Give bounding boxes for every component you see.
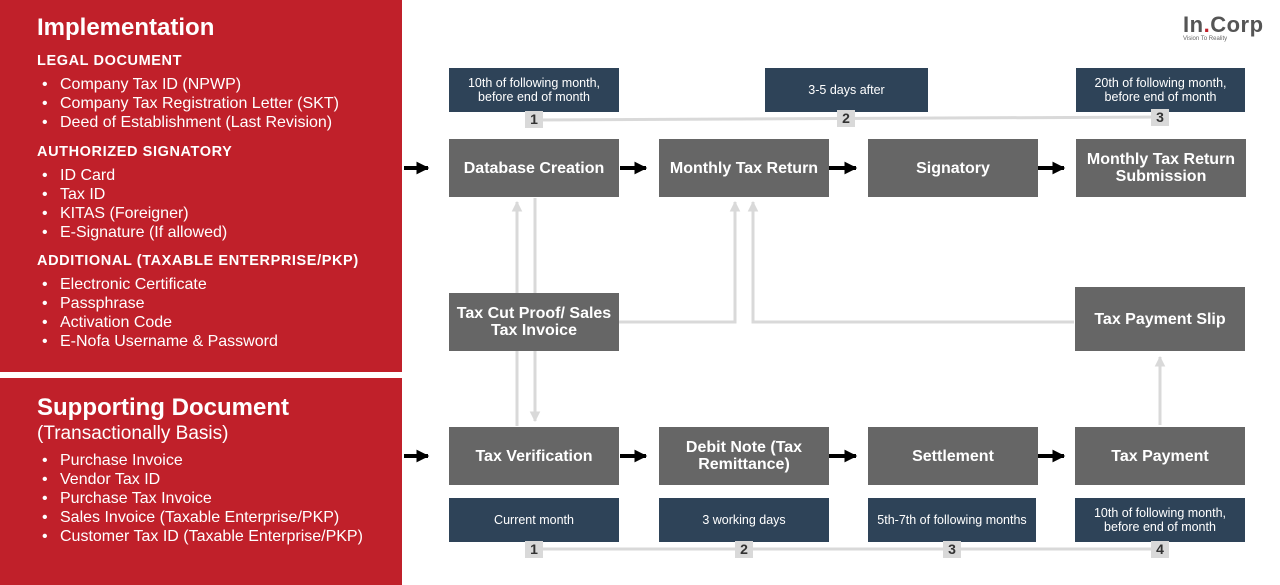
top-note-1: 10th of following month, before end of m…: [449, 68, 619, 112]
implementation-title: Implementation: [37, 14, 215, 41]
top-step-number-3: 3: [1151, 109, 1169, 126]
list-item: Purchase Tax Invoice: [42, 489, 363, 508]
list-item: Customer Tax ID (Taxable Enterprise/PKP): [42, 527, 363, 546]
supporting-document-subtitle: (Transactionally Basis): [37, 423, 229, 444]
top-note-2: 3-5 days after: [765, 68, 928, 112]
incorp-logo: In.Corp Vision To Reality: [1183, 12, 1264, 42]
logo-name-b: Corp: [1210, 12, 1264, 37]
list-item: Deed of Establishment (Last Revision): [42, 113, 339, 132]
logo-name-a: In: [1183, 12, 1204, 37]
authorized-signatory-heading: AUTHORIZED SIGNATORY: [37, 144, 233, 160]
logo-tagline: Vision To Reality: [1183, 36, 1228, 42]
list-item: Activation Code: [42, 313, 278, 332]
logo-wordmark: In.Corp: [1183, 12, 1264, 38]
legal-document-heading: LEGAL DOCUMENT: [37, 53, 183, 69]
top-step-number-1: 1: [525, 111, 543, 128]
list-item: E-Signature (If allowed): [42, 223, 227, 242]
bottom-step-number-1: 1: [525, 541, 543, 558]
list-item: Company Tax ID (NPWP): [42, 75, 339, 94]
top-note-3: 20th of following month, before end of m…: [1076, 68, 1245, 112]
list-item: Passphrase: [42, 294, 278, 313]
tax-payment-slip-box: Tax Payment Slip: [1075, 287, 1245, 351]
list-item: Sales Invoice (Taxable Enterprise/PKP): [42, 508, 363, 527]
supporting-document-title: Supporting Document: [37, 394, 289, 421]
authorized-signatory-list: ID Card Tax ID KITAS (Foreigner) E-Signa…: [42, 166, 227, 242]
signatory-box: Signatory: [868, 139, 1038, 197]
bottom-step-number-4: 4: [1151, 541, 1169, 558]
arrow-slip-to-return: [747, 200, 1074, 324]
bottom-note-2: 3 working days: [659, 498, 829, 542]
tax-verification-box: Tax Verification: [449, 427, 619, 485]
implementation-panel: Implementation LEGAL DOCUMENT Company Ta…: [0, 0, 402, 372]
tax-payment-box: Tax Payment: [1075, 427, 1245, 485]
list-item: KITAS (Foreigner): [42, 204, 227, 223]
monthly-tax-return-submission-box: Monthly Tax Return Submission: [1076, 139, 1246, 197]
list-item: ID Card: [42, 166, 227, 185]
top-step-number-2: 2: [837, 110, 855, 127]
list-item: Tax ID: [42, 185, 227, 204]
list-item: E-Nofa Username & Password: [42, 332, 278, 351]
debit-note-box: Debit Note (Tax Remittance): [659, 427, 829, 485]
additional-heading: ADDITIONAL (TAXABLE ENTERPRISE/PKP): [37, 253, 359, 269]
list-item: Vendor Tax ID: [42, 470, 363, 489]
list-item: Company Tax Registration Letter (SKT): [42, 94, 339, 113]
list-item: Purchase Invoice: [42, 451, 363, 470]
list-item: Electronic Certificate: [42, 275, 278, 294]
tax-cut-proof-box: Tax Cut Proof/ Sales Tax Invoice: [449, 293, 619, 351]
settlement-box: Settlement: [868, 427, 1038, 485]
logo-dot: .: [1203, 12, 1211, 37]
supporting-document-panel: Supporting Document (Transactionally Bas…: [0, 378, 402, 585]
bottom-step-number-2: 2: [735, 541, 753, 558]
database-creation-box: Database Creation: [449, 139, 619, 197]
bottom-note-4: 10th of following month, before end of m…: [1075, 498, 1245, 542]
bottom-note-1: Current month: [449, 498, 619, 542]
monthly-tax-return-box: Monthly Tax Return: [659, 139, 829, 197]
legal-document-list: Company Tax ID (NPWP) Company Tax Regist…: [42, 75, 339, 132]
arrow-taxcut-to-return: [619, 200, 741, 324]
bottom-note-3: 5th-7th of following months: [868, 498, 1036, 542]
supporting-document-list: Purchase Invoice Vendor Tax ID Purchase …: [42, 451, 363, 546]
bottom-step-number-3: 3: [943, 541, 961, 558]
additional-list: Electronic Certificate Passphrase Activa…: [42, 275, 278, 351]
